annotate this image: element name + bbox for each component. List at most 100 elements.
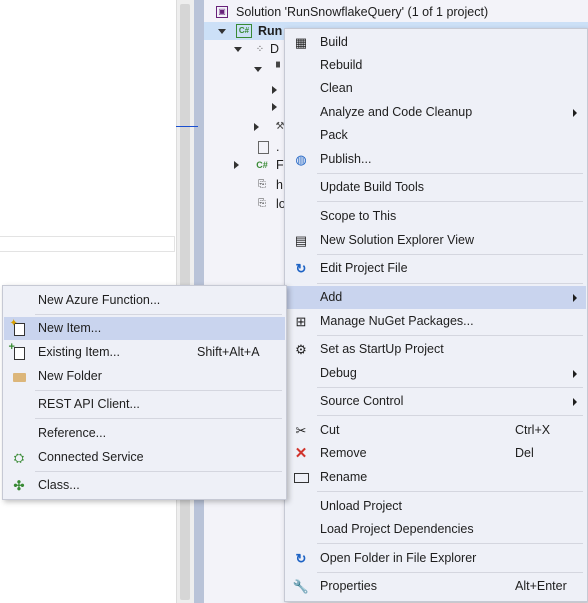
wrench-icon: 🔧 [292,579,310,594]
menu-item-label: Connected Service [38,450,144,464]
menu-item-new-explorer-view[interactable]: ▤ New Solution Explorer View [286,229,586,252]
menu-item-label: Properties [320,579,377,593]
solution-title: Solution 'RunSnowflakeQuery' (1 of 1 pro… [236,5,489,19]
expand-arrow-icon[interactable] [234,47,242,52]
menu-item-remove[interactable]: ✕ Remove Del [286,442,586,465]
editor-field [0,236,175,252]
menu-item-publish[interactable]: ◍ Publish... [286,148,586,171]
existing-item-icon: + [9,341,27,361]
collapse-arrow-icon[interactable] [272,86,277,94]
submenu-arrow-icon [573,294,577,302]
globe-icon: ◍ [295,152,307,167]
menu-item-label: Rebuild [320,58,363,72]
menu-item-set-startup[interactable]: ⚙ Set as StartUp Project [286,338,586,361]
menu-item-label: Existing Item... [38,345,120,359]
menu-item-open-folder[interactable]: ↻ Open Folder in File Explorer [286,547,586,570]
submenu-arrow-icon [573,370,577,378]
menu-item-label: Unload Project [320,499,402,513]
class-icon: ✣ [13,478,25,493]
csharp-file-icon: C# [256,160,268,170]
menu-item-load-dependencies[interactable]: Load Project Dependencies [286,518,586,541]
menu-item-properties[interactable]: 🔧 Properties Alt+Enter [286,575,586,598]
submenu-item-new-azure-function[interactable]: New Azure Function... [4,289,285,312]
remove-x-icon: ✕ [294,445,308,462]
project-label: Run [258,24,283,38]
menu-item-label: Add [320,290,343,304]
menu-item-clean[interactable]: Clean [286,77,586,100]
submenu-item-existing-item[interactable]: + Existing Item... Shift+Alt+A [4,341,285,364]
menu-separator [317,335,583,336]
connected-service-icon: ⛭ [13,450,25,465]
folder-icon [11,369,27,385]
menu-item-unload-project[interactable]: Unload Project [286,495,586,518]
project-context-menu: ▦ Build Rebuild Clean Analyze and Code C… [284,28,588,602]
menu-item-debug[interactable]: Debug [286,362,586,385]
menu-item-label: Load Project Dependencies [320,522,474,536]
menu-separator [35,418,282,419]
shortcut-label: Shift+Alt+A [197,345,260,359]
expand-arrow-icon[interactable] [254,67,262,72]
menu-item-label: New Azure Function... [38,293,161,307]
menu-item-build[interactable]: ▦ Build [286,31,586,54]
menu-separator [35,390,282,391]
tree-item-label: F [276,158,284,172]
shortcut-label: Ctrl+X [515,423,551,437]
menu-item-label: Cut [320,423,340,437]
menu-item-update-build-tools[interactable]: Update Build Tools [286,176,586,199]
submenu-item-rest-api-client[interactable]: REST API Client... [4,393,285,416]
rename-icon [293,470,309,486]
collapse-arrow-icon[interactable] [254,123,259,131]
csharp-project-icon: C# [236,24,252,38]
menu-item-label: New Folder [38,369,102,383]
dependencies-icon: ⁘ [255,44,265,55]
tree-item-label: lo [276,197,286,211]
shortcut-label: Del [515,446,534,460]
cursor-line [176,126,198,127]
menu-item-label: REST API Client... [38,397,140,411]
menu-item-label: Reference... [38,426,107,440]
menu-item-label: Debug [320,366,357,380]
menu-item-label: Class... [38,478,80,492]
menu-item-label: Analyze and Code Cleanup [320,105,473,119]
menu-item-cut[interactable]: ✂ Cut Ctrl+X [286,419,586,442]
gear-icon: ⚙ [295,342,307,357]
menu-item-label: New Solution Explorer View [320,233,475,247]
menu-item-rebuild[interactable]: Rebuild [286,54,586,77]
collapse-arrow-icon[interactable] [234,161,239,169]
menu-item-label: Open Folder in File Explorer [320,551,477,565]
submenu-item-new-item[interactable]: ✦ New Item... [4,317,285,340]
menu-separator [317,387,583,388]
menu-separator [317,283,583,284]
menu-item-source-control[interactable]: Source Control [286,390,586,413]
build-icon: ▦ [294,35,308,50]
menu-item-add[interactable]: Add [286,286,586,309]
menu-item-label: Publish... [320,152,372,166]
menu-item-label: Remove [320,446,367,460]
menu-separator [317,173,583,174]
menu-separator [317,201,583,202]
menu-item-manage-nuget[interactable]: ⊞ Manage NuGet Packages... [286,310,586,333]
submenu-arrow-icon [573,398,577,406]
menu-item-scope-to-this[interactable]: Scope to This [286,205,586,228]
collapse-arrow-icon[interactable] [272,103,277,111]
menu-item-analyze[interactable]: Analyze and Code Cleanup [286,101,586,124]
menu-item-rename[interactable]: Rename [286,466,586,489]
submenu-arrow-icon [573,109,577,117]
menu-item-label: Clean [320,81,353,95]
json-file-icon: ⎘ [258,198,266,209]
submenu-item-reference[interactable]: Reference... [4,422,285,445]
submenu-item-class[interactable]: ✣ Class... [4,474,285,497]
menu-item-label: Set as StartUp Project [320,342,444,356]
menu-separator [317,415,583,416]
submenu-item-connected-service[interactable]: ⛭ Connected Service [4,446,285,469]
menu-item-label: Edit Project File [320,261,408,275]
refresh-icon: ↻ [295,551,307,566]
menu-separator [317,254,583,255]
menu-item-edit-project-file[interactable]: ↻ Edit Project File [286,257,586,280]
expand-arrow-icon[interactable] [218,29,226,34]
tree-item-label: . [276,140,280,154]
menu-item-label: Scope to This [320,209,397,223]
submenu-item-new-folder[interactable]: New Folder [4,365,285,388]
menu-item-pack[interactable]: Pack [286,124,586,147]
nuget-icon: ⊞ [295,314,307,329]
